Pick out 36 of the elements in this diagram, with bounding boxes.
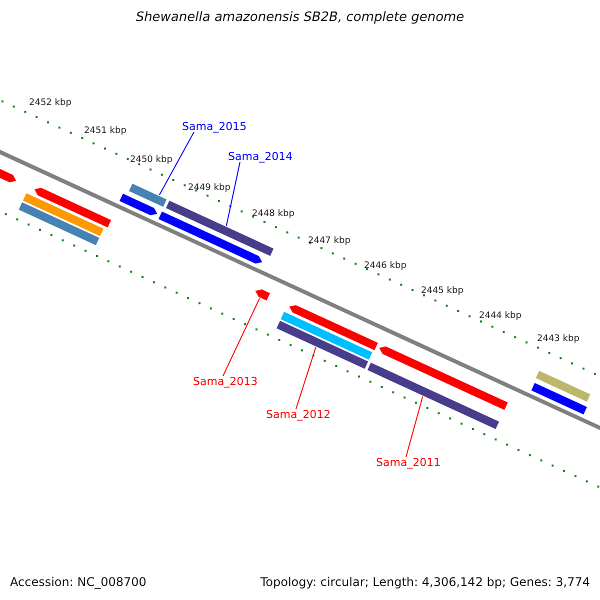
gene-label: Sama_2014 xyxy=(228,150,293,163)
scale-label: 2447 kbp xyxy=(308,236,350,246)
gene-label: Sama_2013 xyxy=(193,375,258,388)
accession-text: Accession: NC_008700 xyxy=(10,575,146,589)
scale-label: 2449 kbp xyxy=(188,183,230,193)
gene-label: Sama_2011 xyxy=(376,456,441,469)
gene-label: Sama_2015 xyxy=(182,120,247,133)
scale-label: 2451 kbp xyxy=(84,126,126,136)
gene-feature xyxy=(164,200,275,258)
gene-feature xyxy=(118,192,159,216)
scale-label: 2445 kbp xyxy=(421,286,464,296)
genome-summary-text: Topology: circular; Length: 4,306,142 bp; Genes: 3,774 xyxy=(260,575,590,589)
gene-feature xyxy=(366,362,500,430)
leader-line xyxy=(226,162,240,226)
gene-label: Sama_2012 xyxy=(266,408,331,421)
scale-label: 2450 kbp xyxy=(130,155,172,165)
gene-feature xyxy=(275,320,370,370)
scale-label: 2448 kbp xyxy=(252,209,294,219)
scale-label: 2446 kbp xyxy=(364,261,406,271)
scale-label: 2444 kbp xyxy=(479,311,522,321)
title: Shewanella amazonensis SB2B, complete genome xyxy=(134,10,466,25)
leader-line xyxy=(406,396,424,458)
gene-feature xyxy=(280,310,374,361)
gene-feature xyxy=(22,192,105,238)
gene-feature xyxy=(33,186,112,229)
leader-line xyxy=(158,132,194,196)
leader-line xyxy=(222,298,260,376)
gene-feature xyxy=(378,346,509,412)
gene-feature xyxy=(534,370,592,403)
gene-feature xyxy=(530,382,588,416)
scale-label: 2452 kbp xyxy=(29,98,72,108)
gene-feature xyxy=(128,182,168,208)
gene-feature xyxy=(18,201,100,246)
scale-label: 2443 kbp xyxy=(537,334,580,344)
gene-feature xyxy=(254,288,272,302)
gene-feature xyxy=(288,304,380,352)
